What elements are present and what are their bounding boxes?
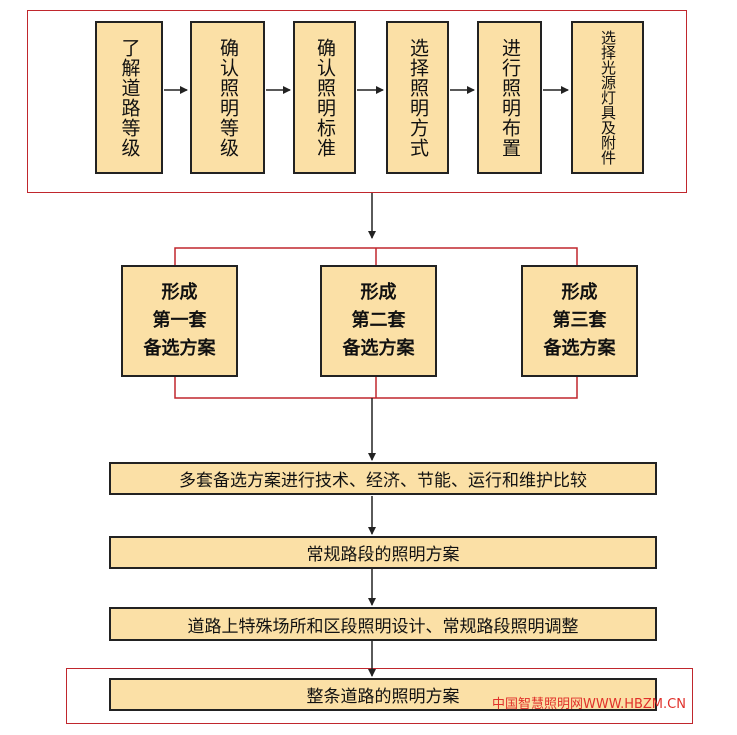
compare-box: 多套备选方案进行技术、经济、节能、运行和维护比较 xyxy=(109,462,657,495)
top-group-frame xyxy=(27,10,687,193)
compare-label: 多套备选方案进行技术、经济、节能、运行和维护比较 xyxy=(179,471,587,491)
step-box-1: 了解道路等级 xyxy=(95,21,163,174)
step-label-1: 了解道路等级 xyxy=(118,37,141,158)
scheme-2-line-1: 形成 xyxy=(360,282,397,303)
scheme-3-line-1: 形成 xyxy=(561,282,598,303)
step-box-5: 进行照明布置 xyxy=(477,21,542,174)
final-scheme-label: 整条道路的照明方案 xyxy=(306,687,460,707)
scheme-1-line-2: 第一套 xyxy=(152,310,207,331)
scheme-1-line-3: 备选方案 xyxy=(143,338,216,359)
step-label-5: 进行照明布置 xyxy=(499,37,521,158)
step-label-3: 确认照明标准 xyxy=(314,37,336,158)
scheme-2-line-3: 备选方案 xyxy=(342,338,415,359)
scheme-3-line-2: 第三套 xyxy=(552,310,607,331)
scheme-box-3: 形成 第三套 备选方案 xyxy=(521,265,638,377)
scheme-box-2: 形成 第二套 备选方案 xyxy=(320,265,437,377)
scheme-box-1: 形成 第一套 备选方案 xyxy=(121,265,238,377)
special-section-box: 道路上特殊场所和区段照明设计、常规路段照明调整 xyxy=(109,607,657,641)
scheme-1-line-1: 形成 xyxy=(161,282,198,303)
final-group-frame xyxy=(66,668,693,724)
step-label-2: 确认照明等级 xyxy=(217,37,239,158)
step-label-4: 选择照明方式 xyxy=(407,37,429,158)
step-box-6: 选择光源灯具及附件 xyxy=(571,21,644,174)
final-scheme-box: 整条道路的照明方案 xyxy=(109,678,657,711)
regular-scheme-box: 常规路段的照明方案 xyxy=(109,536,657,569)
step-box-2: 确认照明等级 xyxy=(190,21,265,174)
scheme-2-line-2: 第二套 xyxy=(351,310,406,331)
watermark: 中国智慧照明网WWW.HBZM.CN xyxy=(492,697,686,712)
regular-scheme-label: 常规路段的照明方案 xyxy=(306,545,460,565)
special-section-label: 道路上特殊场所和区段照明设计、常规路段照明调整 xyxy=(187,616,579,637)
scheme-3-line-3: 备选方案 xyxy=(543,338,616,359)
step-label-6: 选择光源灯具及附件 xyxy=(599,30,617,165)
step-box-3: 确认照明标准 xyxy=(293,21,356,174)
step-box-4: 选择照明方式 xyxy=(386,21,449,174)
